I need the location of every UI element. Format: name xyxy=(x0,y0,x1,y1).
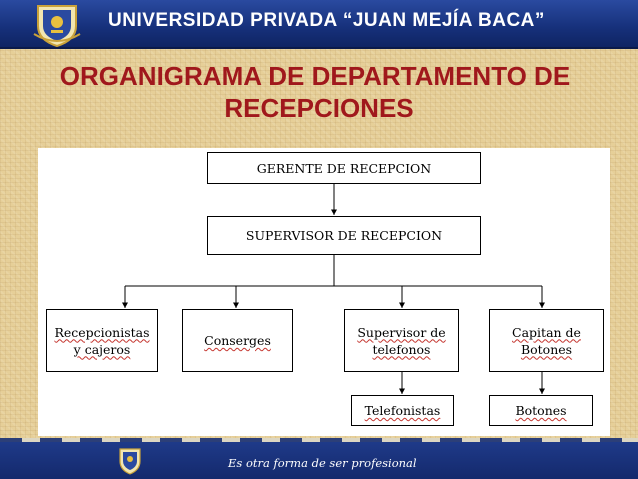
box-gerente: GERENTE DE RECEPCION xyxy=(207,152,481,184)
box-capitan: Capitan de Botones xyxy=(489,309,604,372)
box-recepcionistas-line1: Recepcionistas xyxy=(54,324,150,340)
box-conserges-label: Conserges xyxy=(204,333,271,348)
footer-bar: Es otra forma de ser profesional xyxy=(0,438,638,479)
box-capitan-line1: Capitan de xyxy=(512,324,581,340)
footer-tagline: Es otra forma de ser profesional xyxy=(228,456,417,470)
box-botones-label: Botones xyxy=(515,403,567,418)
box-sup-telefonos: Supervisor de telefonos xyxy=(344,309,459,372)
university-crest-icon xyxy=(119,448,141,475)
org-chart-connectors xyxy=(122,184,545,394)
box-telefonistas: Telefonistas xyxy=(351,395,454,426)
box-botones: Botones xyxy=(489,395,593,426)
box-supervisor-label: SUPERVISOR DE RECEPCION xyxy=(245,228,443,243)
box-gerente-label: GERENTE DE RECEPCION xyxy=(256,160,432,176)
box-conserges: Conserges xyxy=(182,309,293,372)
university-crest-icon xyxy=(33,5,81,47)
slide-title-line1: ORGANIGRAMA DE DEPARTAMENTO DE xyxy=(59,61,571,91)
box-capitan-line2: Botones xyxy=(520,341,573,357)
footer-dashed-border xyxy=(0,438,638,442)
box-telefonistas-label: Telefonistas xyxy=(364,403,441,418)
box-recepcionistas-line2: y cajeros xyxy=(73,341,131,357)
header-bar: UNIVERSIDAD PRIVADA “JUAN MEJÍA BACA” xyxy=(0,0,638,49)
box-sup-telefonos-line2: telefonos xyxy=(372,341,431,357)
box-supervisor: SUPERVISOR DE RECEPCION xyxy=(207,216,481,255)
slide-title: ORGANIGRAMA DE DEPARTAMENTO DE RECEPCION… xyxy=(0,60,638,124)
university-name: UNIVERSIDAD PRIVADA “JUAN MEJÍA BACA” xyxy=(108,10,545,31)
slide-title-line2: RECEPCIONES xyxy=(224,93,414,123)
org-chart: GERENTE DE RECEPCION SUPERVISOR DE RECEP… xyxy=(38,148,610,436)
box-recepcionistas: Recepcionistas y cajeros xyxy=(46,309,158,372)
box-sup-telefonos-line1: Supervisor de xyxy=(357,324,446,340)
